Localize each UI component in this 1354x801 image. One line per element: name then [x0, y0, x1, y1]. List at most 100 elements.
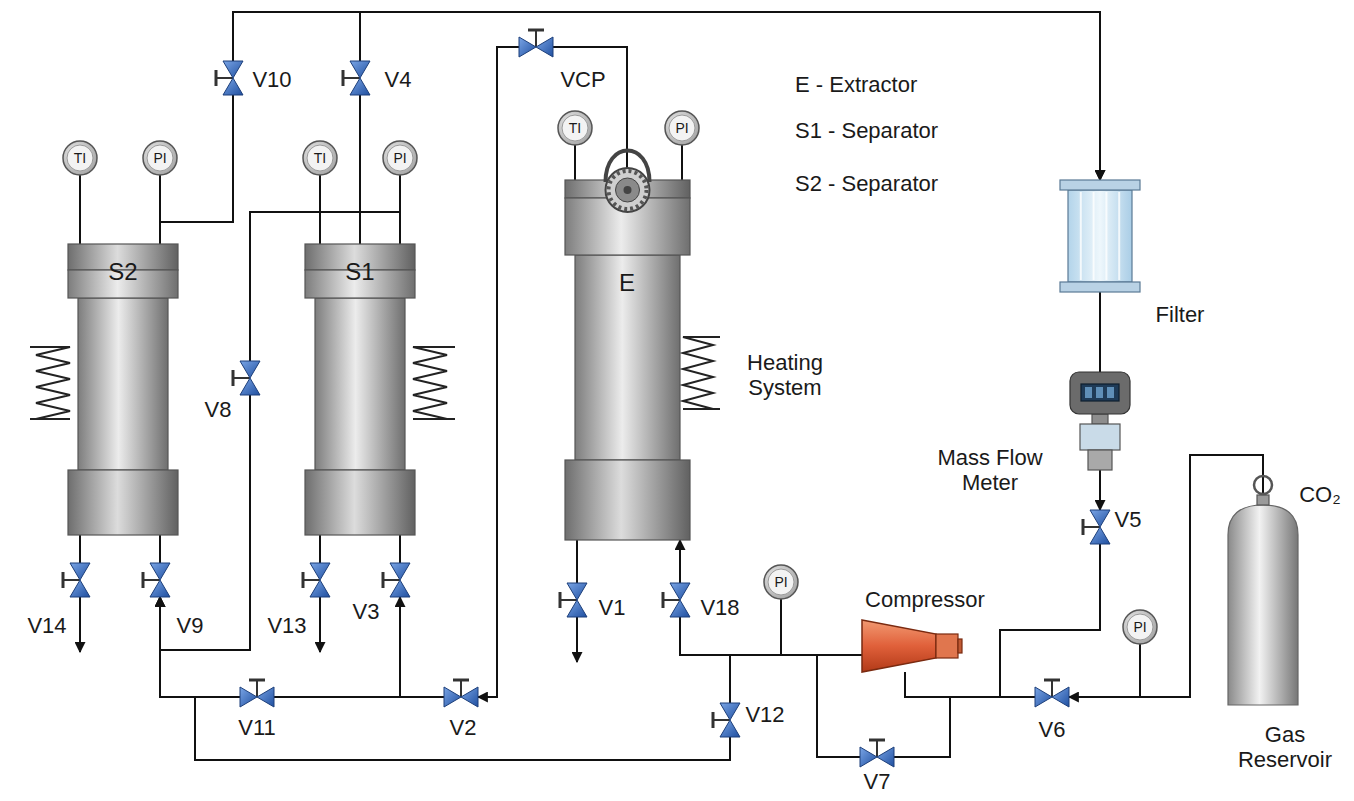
valve-label: VCP	[560, 67, 605, 92]
valve-body	[350, 78, 370, 95]
shape-group	[1060, 180, 1140, 292]
valve-shape	[222, 61, 244, 95]
pipe-line	[159, 535, 161, 563]
gas-cylinder-shape	[1228, 505, 1298, 705]
shape-group	[240, 680, 274, 707]
valve-shape	[1035, 686, 1069, 708]
compressor-body	[862, 620, 936, 672]
pipe-line	[79, 175, 81, 244]
separator-vessel: S2	[68, 244, 178, 535]
shape-group	[143, 141, 177, 175]
shape-part	[1068, 190, 1132, 282]
gauge: PI	[1123, 610, 1157, 644]
gauge-label: TI	[74, 150, 86, 166]
valve-body	[461, 687, 478, 707]
valve-handle	[143, 579, 160, 581]
equipment-label: Gas Reservoir	[1230, 722, 1340, 773]
shape-group	[560, 583, 587, 617]
valve-body	[536, 37, 553, 57]
shape-group	[303, 141, 337, 175]
filter-stripe	[1080, 192, 1082, 280]
valve-handle	[1082, 519, 1085, 535]
valve-body	[567, 600, 587, 617]
pipe-line	[319, 535, 321, 563]
valve-shape	[719, 703, 741, 737]
valve: V4	[349, 61, 371, 95]
shape-group	[665, 111, 699, 145]
gauge-dial	[558, 111, 592, 145]
filter-stripe	[1093, 192, 1095, 280]
valve-shape	[349, 61, 371, 95]
valve-label: V5	[1115, 507, 1142, 532]
gauge-face	[669, 115, 695, 141]
shape-part	[1081, 384, 1119, 401]
valve-handle	[383, 579, 400, 581]
cylinder-valve-ring	[1254, 476, 1272, 494]
shape-part	[958, 639, 962, 653]
gauge-face	[562, 115, 588, 141]
valve-handle	[62, 572, 65, 588]
valve-handle	[559, 592, 562, 608]
valve-shape	[519, 36, 553, 58]
valve-handle	[713, 719, 730, 721]
valve-shape	[669, 583, 691, 617]
valve-handle	[303, 579, 320, 581]
gauge-label: TI	[314, 150, 326, 166]
gauge-label: PI	[774, 574, 787, 590]
shape-group	[303, 563, 330, 597]
valve-body	[150, 563, 170, 580]
gauge-face	[67, 145, 93, 171]
valve-shape	[69, 563, 91, 597]
pipe-line	[359, 95, 361, 244]
valve-handle	[216, 77, 233, 79]
valve-label: V10	[252, 67, 291, 92]
valve-label: V18	[700, 595, 739, 620]
valve: V2	[444, 686, 478, 708]
filter-stripe	[1105, 192, 1107, 280]
valve: V5	[1089, 510, 1111, 544]
heating-coil	[683, 337, 720, 409]
gauge: PI	[665, 111, 699, 145]
gauge: TI	[63, 141, 97, 175]
valve-shape	[309, 563, 331, 597]
valve-body	[390, 580, 410, 597]
separator-vessel-shape	[305, 244, 415, 535]
lid-wheel	[606, 168, 650, 212]
pipe-line	[574, 145, 576, 180]
shape-group	[1083, 510, 1110, 544]
separator-vessel-shape	[68, 244, 178, 535]
valve-handle	[343, 77, 360, 79]
shape-part	[1085, 387, 1092, 398]
gauge-label: TI	[569, 120, 581, 136]
shape-group	[63, 563, 90, 597]
drain-arrow	[319, 597, 321, 652]
shape-part	[68, 470, 178, 535]
valve-label: V8	[205, 397, 232, 422]
shape-part	[1107, 387, 1114, 398]
valve-handle	[560, 599, 577, 601]
equipment-label: CO₂	[1299, 482, 1341, 507]
shape-group	[663, 583, 690, 617]
valve-body	[1090, 510, 1110, 527]
valve: V10	[222, 61, 244, 95]
pipe-line	[160, 597, 730, 760]
valve-body	[877, 747, 894, 767]
gauge-dial	[383, 141, 417, 175]
pipe-line	[1069, 644, 1140, 697]
shape-part	[1096, 387, 1103, 398]
lid-wheel-center	[624, 186, 632, 194]
shape-group	[68, 244, 178, 535]
valve-shape	[240, 686, 274, 708]
legend-entry: S2 - Separator	[795, 171, 938, 196]
gauge-label: PI	[393, 150, 406, 166]
valve-handle	[1051, 680, 1053, 697]
valve-label: V6	[1039, 717, 1066, 742]
valve-body	[257, 687, 274, 707]
shape-group	[143, 563, 170, 597]
drain-lines	[80, 597, 577, 662]
shape-group	[63, 141, 97, 175]
shape-group	[216, 61, 243, 95]
valve-handle	[1083, 526, 1100, 528]
valve-label: V12	[745, 702, 784, 727]
